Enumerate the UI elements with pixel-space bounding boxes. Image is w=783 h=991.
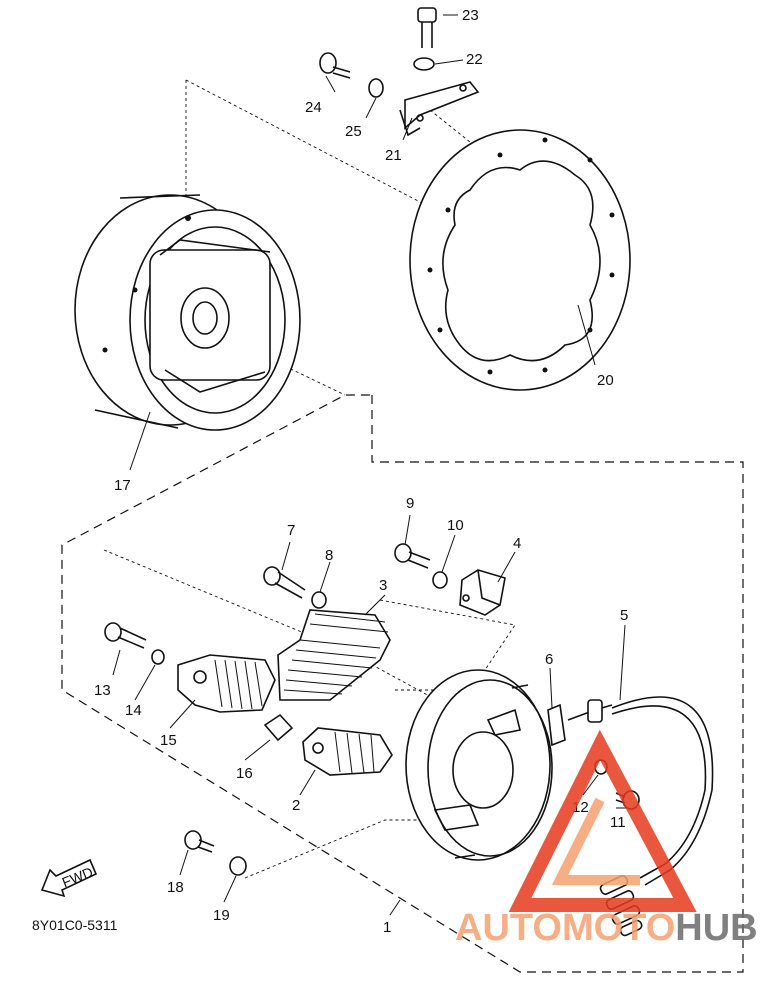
bracket bbox=[399, 81, 480, 137]
callout-16: 16 bbox=[236, 765, 253, 782]
callout-10: 10 bbox=[447, 517, 464, 534]
callout-24: 24 bbox=[305, 99, 322, 116]
callout-9: 9 bbox=[406, 495, 414, 512]
bolt-23 bbox=[417, 7, 437, 48]
spacer-pin bbox=[263, 713, 294, 742]
callout-leaders bbox=[112, 14, 626, 916]
callout-22: 22 bbox=[466, 51, 483, 68]
washer-19 bbox=[229, 856, 247, 876]
callout-21: 21 bbox=[385, 147, 402, 164]
callout-7: 7 bbox=[287, 522, 295, 539]
callout-17: 17 bbox=[114, 477, 131, 494]
watermark-triangle-logo bbox=[508, 729, 697, 912]
bolt-9 bbox=[394, 543, 431, 569]
charge-coil bbox=[277, 609, 391, 701]
bolt-13 bbox=[104, 622, 147, 649]
callout-8: 8 bbox=[325, 547, 333, 564]
lighting-coil bbox=[177, 654, 276, 713]
callout-14: 14 bbox=[125, 702, 142, 719]
callout-2: 2 bbox=[292, 797, 300, 814]
callout-4: 4 bbox=[513, 535, 521, 552]
callout-11: 11 bbox=[610, 814, 626, 831]
callout-numbers: 23 22 24 25 21 20 17 7 8 9 10 4 3 5 6 13… bbox=[94, 7, 628, 936]
pickup-coil bbox=[459, 569, 506, 616]
callout-20: 20 bbox=[597, 372, 614, 389]
assembly-boundary bbox=[61, 394, 744, 973]
callout-6: 6 bbox=[545, 651, 553, 668]
washer-14 bbox=[151, 649, 165, 665]
callout-25: 25 bbox=[345, 123, 362, 140]
diagram-code: 8Y01C0-5311 bbox=[32, 917, 118, 933]
washer-10 bbox=[432, 571, 448, 589]
watermark-text-main: AUTOMOTO bbox=[455, 907, 675, 949]
washer-22 bbox=[413, 57, 435, 71]
bolt-7 bbox=[263, 566, 306, 599]
fwd-label: FWD bbox=[60, 864, 96, 891]
callout-19: 19 bbox=[213, 907, 230, 924]
callout-3: 3 bbox=[379, 577, 387, 594]
watermark-text-hub: HUB bbox=[675, 907, 757, 949]
screw-18 bbox=[184, 830, 215, 853]
wire-clamp bbox=[547, 703, 566, 747]
automotohub-watermark: AUTOMOTOHUB bbox=[455, 729, 758, 949]
forward-arrow-icon: FWD bbox=[40, 858, 98, 898]
nut-25 bbox=[368, 78, 384, 98]
source-coil bbox=[302, 727, 393, 776]
stator-plate bbox=[405, 669, 553, 861]
callout-15: 15 bbox=[160, 732, 177, 749]
callout-13: 13 bbox=[94, 682, 111, 699]
gasket bbox=[409, 129, 631, 391]
svg-text:AUTOMOTOHUB: AUTOMOTOHUB bbox=[455, 907, 758, 949]
callout-23: 23 bbox=[462, 7, 479, 24]
flywheel-rotor bbox=[74, 194, 301, 431]
callout-18: 18 bbox=[167, 879, 184, 896]
washer-8 bbox=[311, 591, 327, 609]
callout-5: 5 bbox=[620, 607, 628, 624]
callout-1: 1 bbox=[383, 919, 391, 936]
screw-24 bbox=[319, 52, 351, 79]
